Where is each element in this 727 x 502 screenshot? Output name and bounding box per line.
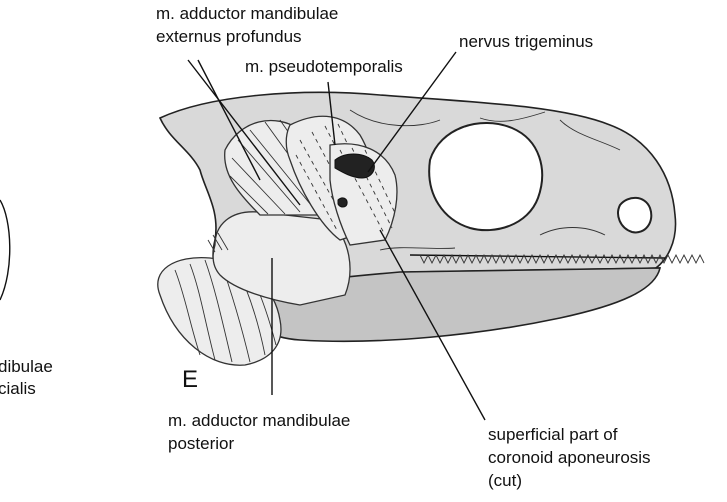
label-left-cut-line1: dibulae [0,357,53,377]
label-pseudotemporalis: m. pseudotemporalis [245,57,403,77]
orbit [429,123,542,230]
panel-letter: E [182,367,198,393]
label-nervus-trigeminus: nervus trigeminus [459,32,593,52]
nostril [618,198,651,233]
label-adductor-externus-profundus-line2: externus profundus [156,27,302,47]
label-adductor-posterior-line2: posterior [168,434,234,454]
label-coronoid-line1: superficial part of [488,425,617,445]
label-adductor-externus-profundus-line1: m. adductor mandibulae [156,4,338,24]
trigeminal-nerve-branch [338,198,347,207]
adjacent-figure-edge [0,200,10,300]
label-left-cut-line2: cialis [0,379,36,399]
label-coronoid-line3: (cut) [488,471,522,491]
label-adductor-posterior-line1: m. adductor mandibulae [168,411,350,431]
label-coronoid-line2: coronoid aponeurosis [488,448,651,468]
